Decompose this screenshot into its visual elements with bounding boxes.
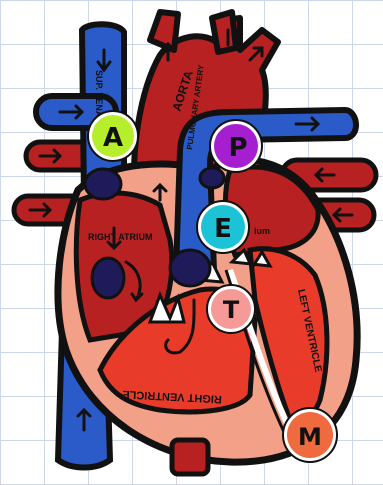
valve-badge-p: P <box>210 120 262 172</box>
label-right-atrium: RIGHT ATRIUM <box>88 232 153 242</box>
descending-aorta-stub <box>172 440 208 474</box>
label-left-atrium-fragment: ium <box>254 226 270 236</box>
badge-letter-m: M <box>298 423 322 451</box>
badge-letter-a: A <box>103 123 123 153</box>
valve-badge-m: M <box>283 408 337 462</box>
badge-letter-p: P <box>228 133 247 163</box>
valve-badge-a: A <box>88 111 138 161</box>
valve-badge-t: T <box>207 285 255 333</box>
badge-letter-e: E <box>214 214 232 244</box>
badge-letter-t: T <box>223 296 240 324</box>
valve-badge-e: E <box>197 201 249 253</box>
